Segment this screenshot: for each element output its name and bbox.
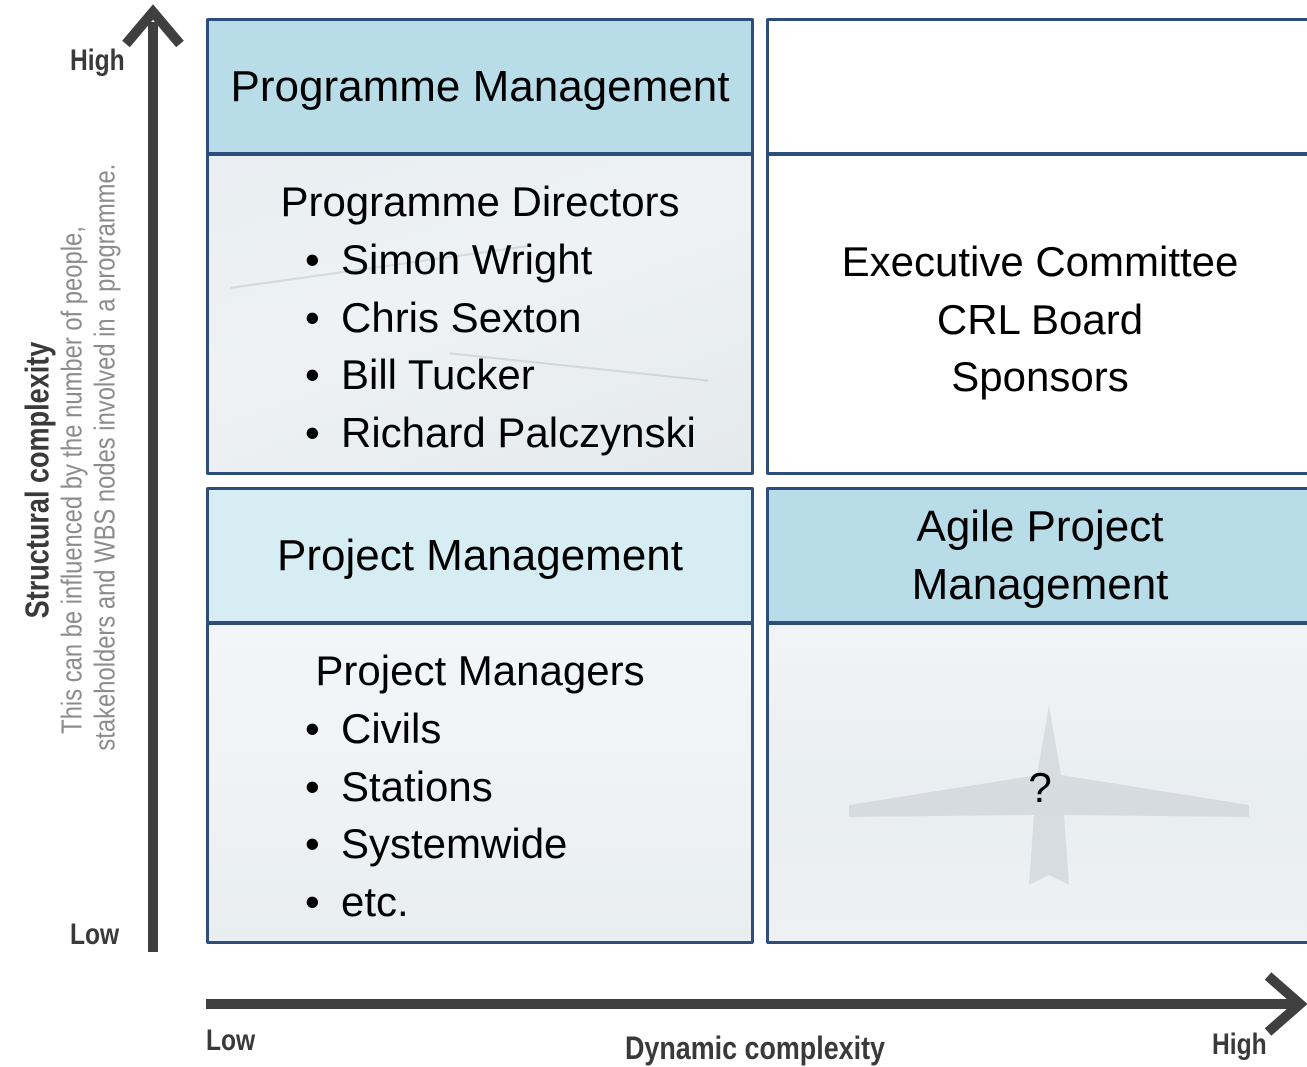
- programme-directors-list: Simon Wright Chris Sexton Bill Tucker Ri…: [305, 231, 696, 461]
- y-axis-title-group: Structural complexity This can be influe…: [6, 150, 136, 810]
- agile-project-management-heading: Agile Project Management: [769, 490, 1307, 621]
- x-axis-title: Dynamic complexity: [625, 1030, 885, 1066]
- quadrant-top-left-body: Programme Directors Simon Wright Chris S…: [206, 153, 754, 475]
- y-axis-title: Structural complexity: [18, 341, 56, 619]
- x-axis-high-label: High: [1212, 1028, 1267, 1061]
- list-item: Stations: [305, 758, 567, 816]
- programme-management-heading: Programme Management: [230, 61, 730, 111]
- quadrant-top-right-body: Executive Committee CRL Board Sponsors: [766, 153, 1307, 475]
- project-management-heading: Project Management: [277, 530, 683, 580]
- quadrant-bottom-right-heading-box: Agile Project Management: [766, 487, 1307, 624]
- list-item: etc.: [305, 873, 567, 931]
- y-axis-high-label: High: [70, 44, 125, 77]
- list-item: Richard Palczynski: [305, 404, 696, 462]
- quadrant-top-left-heading-box: Programme Management: [206, 18, 754, 155]
- list-item: Bill Tucker: [305, 346, 696, 404]
- y-axis-subtitle-line1: This can be influenced by the number of …: [56, 226, 89, 734]
- x-axis-low-label: Low: [206, 1024, 256, 1057]
- quadrant-bottom-right-body: ?: [766, 622, 1307, 944]
- unknown-placeholder: ?: [1028, 764, 1052, 811]
- list-item: Chris Sexton: [305, 289, 696, 347]
- agile-heading-line2: Management: [911, 559, 1169, 609]
- y-axis-line: [148, 22, 158, 952]
- executive-committee-label: Executive Committee: [841, 238, 1239, 285]
- y-axis-arrowhead-icon: [122, 4, 184, 48]
- x-axis-line: [206, 999, 1296, 1009]
- x-axis-arrowhead-icon: [1264, 972, 1307, 1036]
- programme-directors-title: Programme Directors: [280, 178, 680, 225]
- crl-board-label: CRL Board: [936, 295, 1144, 343]
- quadrant-bottom-left-heading-box: Project Management: [206, 487, 754, 624]
- list-item: Simon Wright: [305, 231, 696, 289]
- quadrant-top-right-heading-box: [766, 18, 1307, 155]
- y-axis-subtitle-line2: stakeholders and WBS nodes involved in a…: [89, 163, 122, 751]
- jet-silhouette-icon: [849, 705, 1249, 885]
- quadrant-bottom-left-body: Project Managers Civils Stations Systemw…: [206, 622, 754, 944]
- y-axis-low-label: Low: [70, 918, 120, 951]
- list-item: Civils: [305, 700, 567, 758]
- agile-heading-line1: Agile Project: [916, 501, 1164, 551]
- project-managers-title: Project Managers: [315, 647, 645, 694]
- project-managers-list: Civils Stations Systemwide etc.: [305, 700, 567, 930]
- governance-bodies-list: Executive Committee CRL Board Sponsors: [769, 233, 1307, 406]
- top-right-heading: [769, 21, 1307, 152]
- sponsors-label: Sponsors: [951, 353, 1129, 400]
- list-item: Systemwide: [305, 815, 567, 873]
